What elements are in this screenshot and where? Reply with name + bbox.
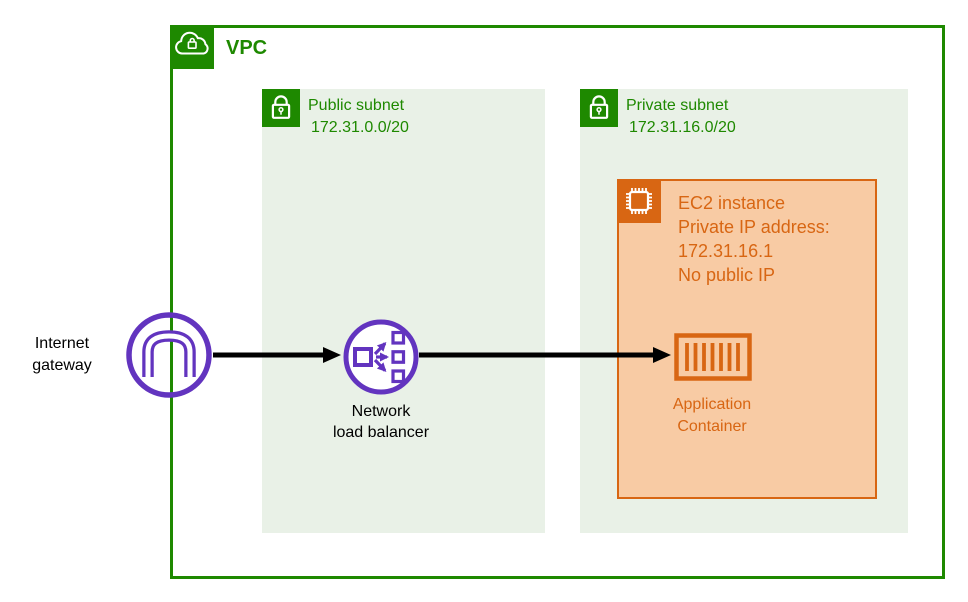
private-subnet-cidr: 172.31.16.0/20 (629, 119, 736, 136)
ec2-no-public-ip: No public IP (678, 265, 776, 285)
network-load-balancer-icon (343, 319, 419, 395)
ec2-instance-text: EC2 instance Private IP address: 172.31.… (678, 191, 830, 287)
public-subnet-cidr: 172.31.0.0/20 (311, 119, 409, 136)
internet-gateway-label: Internet gateway (8, 333, 116, 377)
lock-icon (271, 95, 291, 119)
vpc-label: VPC (226, 37, 268, 59)
arrow-nlb-to-container (419, 347, 671, 363)
internet-gateway-label-line1: Internet (34, 335, 90, 352)
vpc-box: VPC (170, 25, 945, 579)
application-container-label-line2: Container (677, 418, 747, 435)
ec2-private-ip-label: Private IP address: (678, 217, 830, 237)
internet-gateway-label-line2: gateway (32, 357, 92, 374)
internet-gateway-icon (126, 312, 212, 398)
application-container-icon (674, 333, 752, 381)
chip-icon (626, 188, 652, 214)
application-container-label: Application Container (637, 394, 787, 438)
public-subnet: Public subnet 172.31.0.0/20 (262, 89, 545, 533)
nlb-label-line1: Network (351, 403, 411, 420)
arrow-igw-to-nlb (213, 347, 341, 363)
application-container-label-line1: Application (672, 396, 752, 413)
network-load-balancer-label: Network load balancer (301, 401, 461, 443)
ec2-private-ip-value: 172.31.16.1 (678, 241, 774, 261)
private-subnet-text: Private subnet 172.31.16.0/20 (626, 95, 736, 139)
lock-icon (589, 95, 609, 119)
private-subnet-label: Private subnet (626, 97, 729, 114)
ec2-instance-title: EC2 instance (678, 193, 786, 213)
cloud-lock-icon (175, 31, 209, 55)
public-subnet-label: Public subnet (308, 97, 405, 114)
private-subnet-lock-icon (580, 89, 618, 127)
public-subnet-text: Public subnet 172.31.0.0/20 (308, 95, 409, 139)
nlb-label-line2: load balancer (332, 424, 430, 441)
public-subnet-lock-icon (262, 89, 300, 127)
private-subnet: Private subnet 172.31.16.0/20 EC2 instan… (580, 89, 908, 533)
vpc-cloud-lock-icon (170, 25, 214, 69)
ec2-instance-box: EC2 instance Private IP address: 172.31.… (617, 179, 877, 499)
ec2-chip-icon (617, 179, 661, 223)
